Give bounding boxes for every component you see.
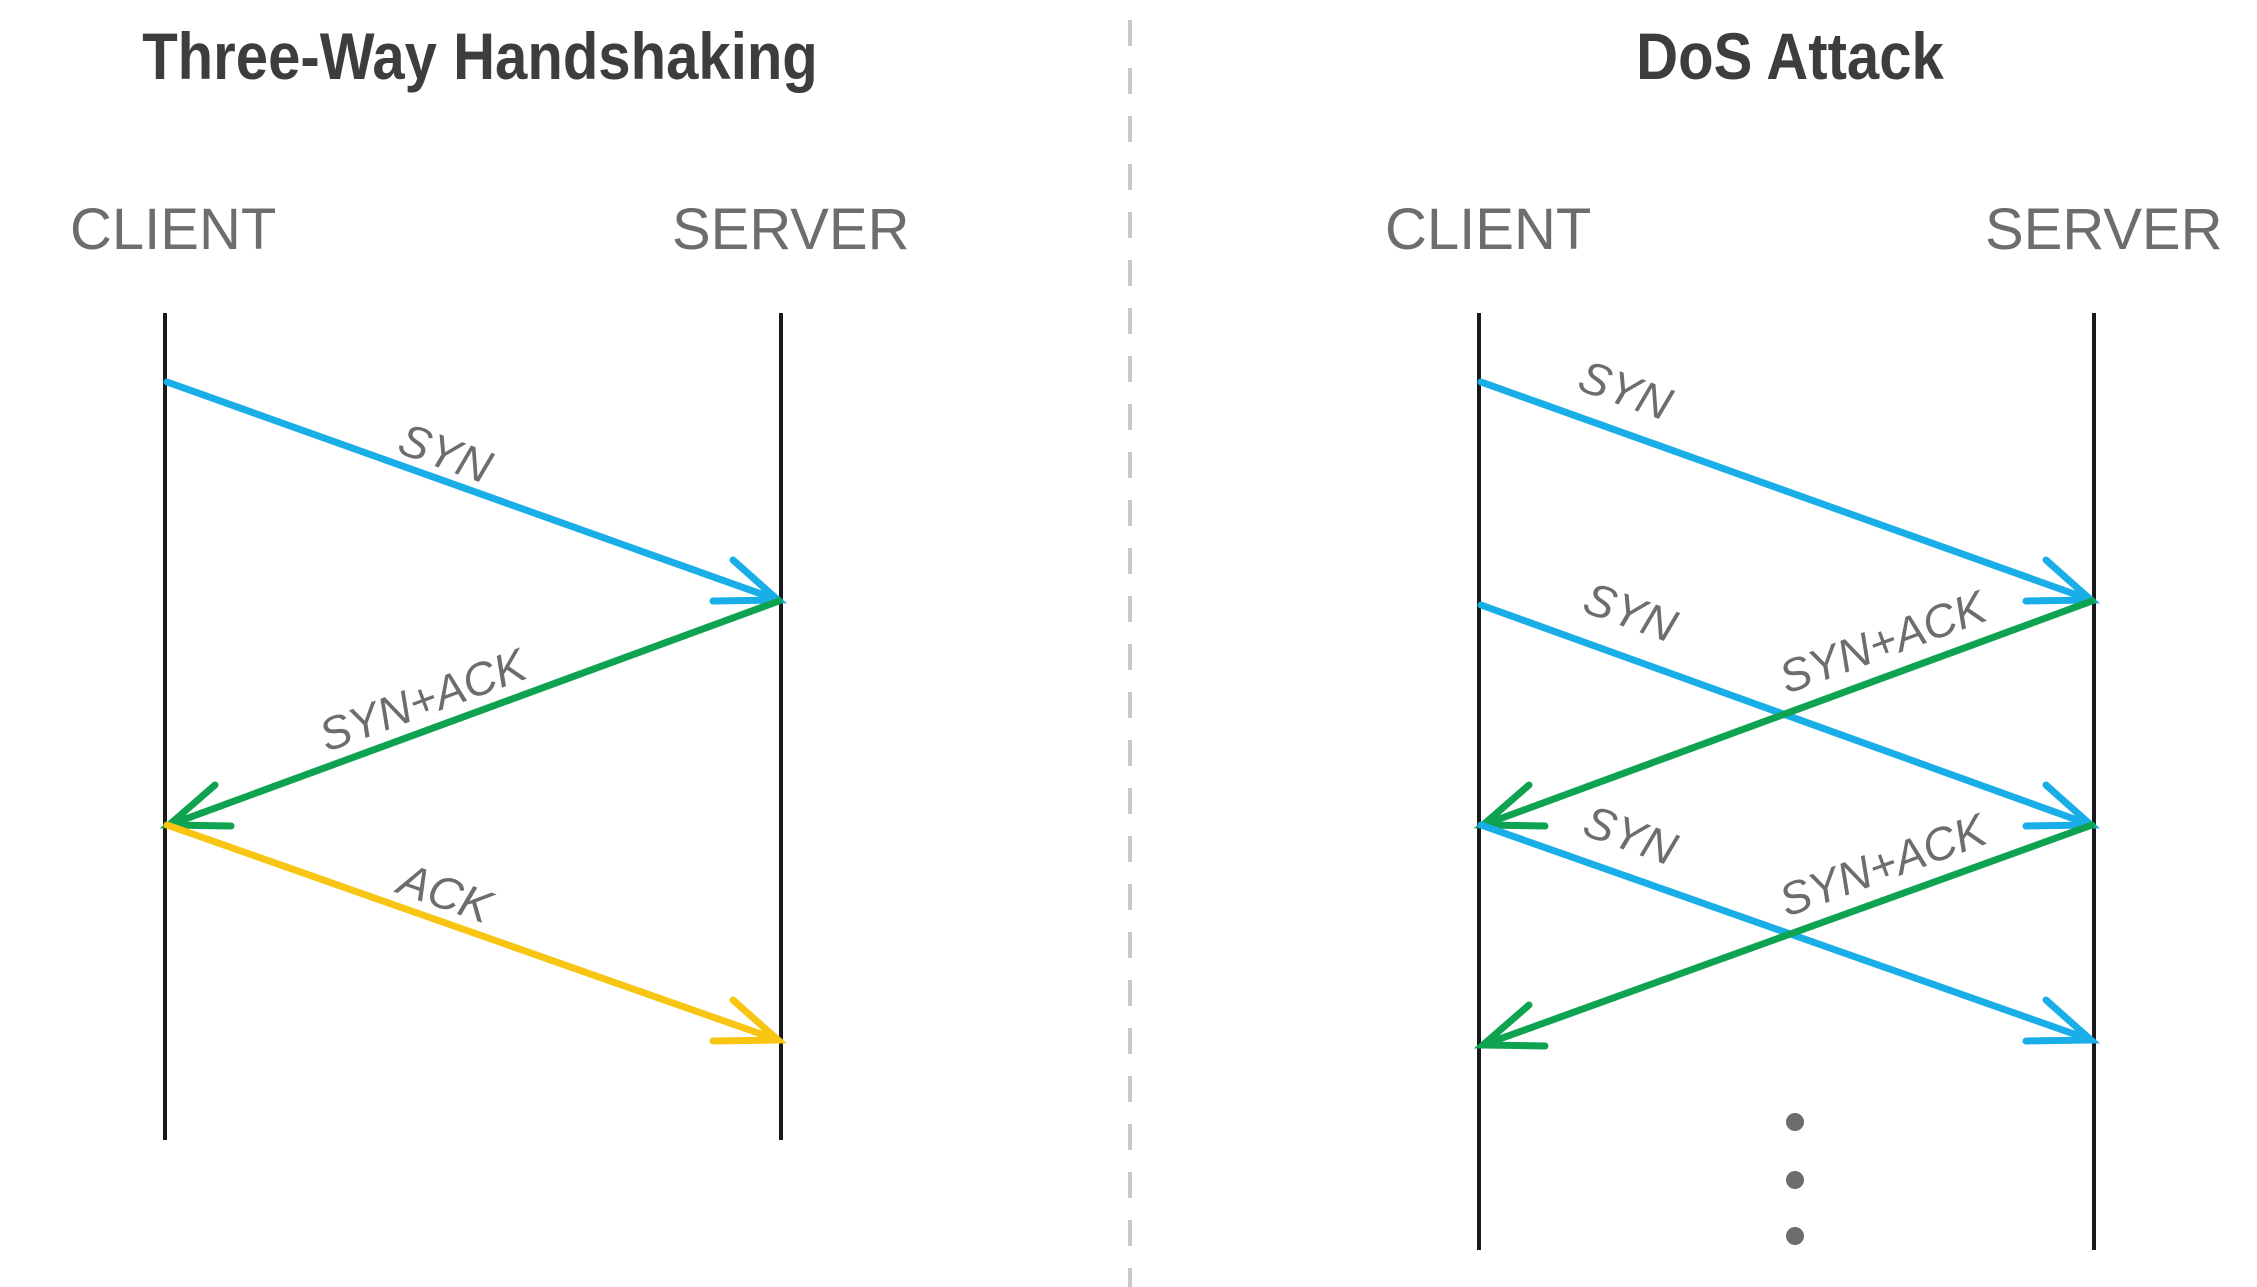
left-panel-title: Three-Way Handshaking	[142, 19, 818, 93]
right-server-label: SERVER	[1985, 197, 2223, 262]
left-synack-arrow	[159, 597, 783, 830]
right-client-label: CLIENT	[1385, 197, 1592, 262]
right-synack-label-1: SYN+ACK	[1772, 579, 1995, 703]
right-syn-arrow-1	[1477, 378, 2101, 605]
right-synack-label-2: SYN+ACK	[1772, 802, 1995, 926]
left-client-label: CLIENT	[70, 197, 277, 262]
left-syn-arrow	[163, 378, 788, 605]
left-ack-arrow	[163, 821, 788, 1045]
left-server-label: SERVER	[672, 197, 910, 262]
right-syn-label-2: SYN	[1577, 572, 1684, 653]
right-synack-arrow-2	[1473, 821, 2096, 1050]
ellipsis-dots	[1786, 1113, 1804, 1245]
right-panel-title: DoS Attack	[1636, 19, 1944, 93]
